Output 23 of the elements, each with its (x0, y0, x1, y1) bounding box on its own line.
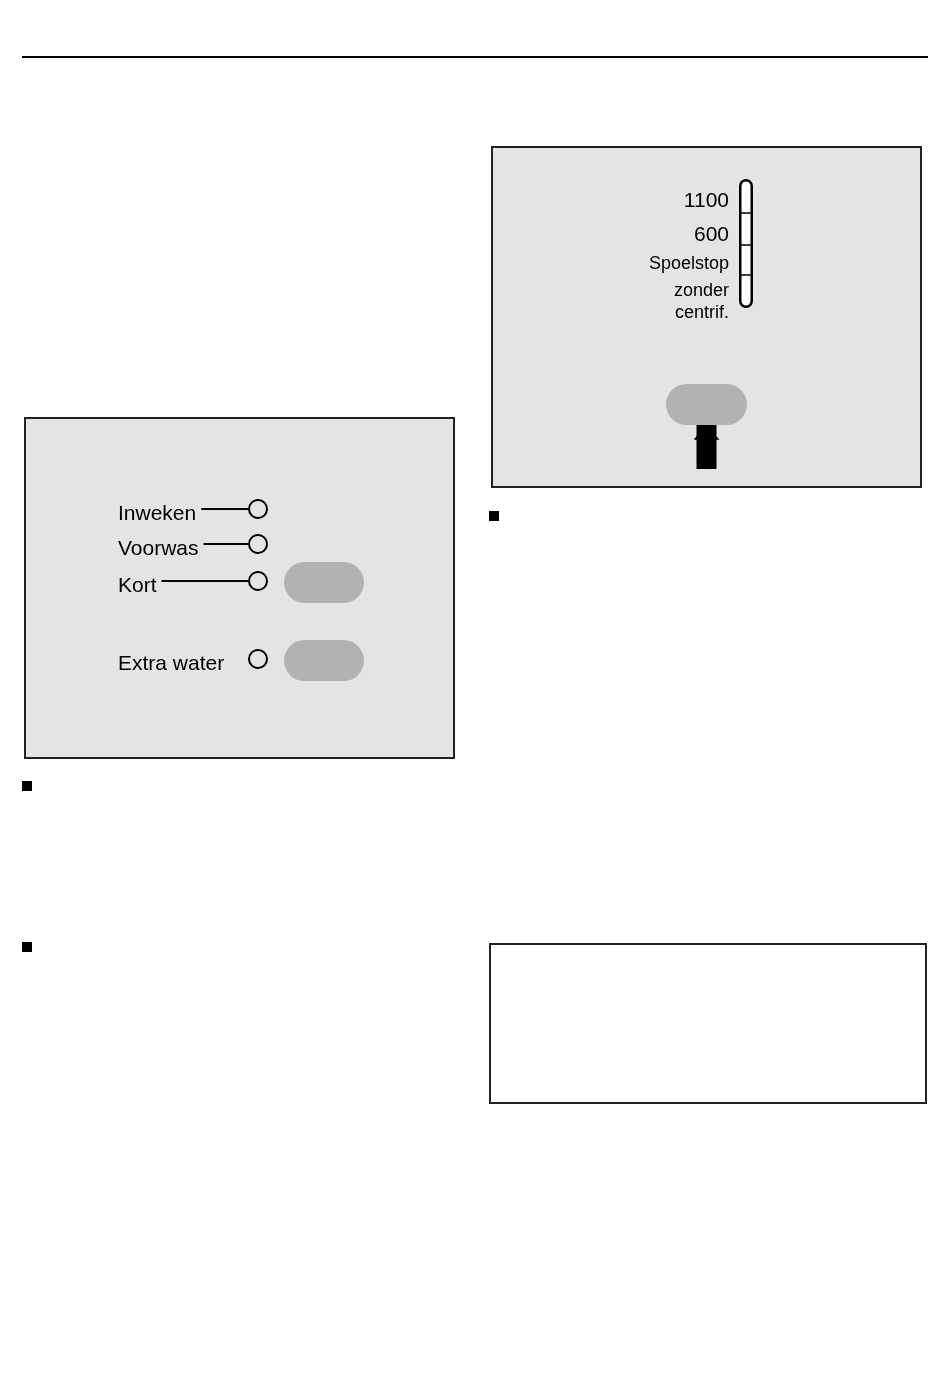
control-label: Spoelstop (648, 250, 729, 272)
control-label: Extra water (118, 647, 225, 671)
panel-box (24, 417, 455, 759)
control-label: Kort (118, 569, 157, 593)
control-label: 600 (693, 218, 729, 244)
connector-line (200, 508, 249, 510)
push-button (284, 640, 364, 681)
indicator-bar (739, 179, 753, 308)
connector-line (160, 580, 249, 582)
panel-box (491, 146, 922, 488)
indicator-light (248, 534, 268, 554)
control-label: zonder centrif. (657, 279, 729, 323)
indicator-light (248, 571, 268, 591)
push-button (284, 562, 364, 603)
indicator-light (248, 649, 268, 669)
indicator-light (248, 499, 268, 519)
connector-line (202, 543, 249, 545)
control-label: Voorwas (118, 532, 199, 556)
control-label: Inweken (118, 497, 197, 521)
push-button (666, 384, 747, 425)
panel-box (489, 943, 927, 1104)
block-arrow (693, 425, 720, 469)
control-label: 1100 (683, 184, 729, 210)
